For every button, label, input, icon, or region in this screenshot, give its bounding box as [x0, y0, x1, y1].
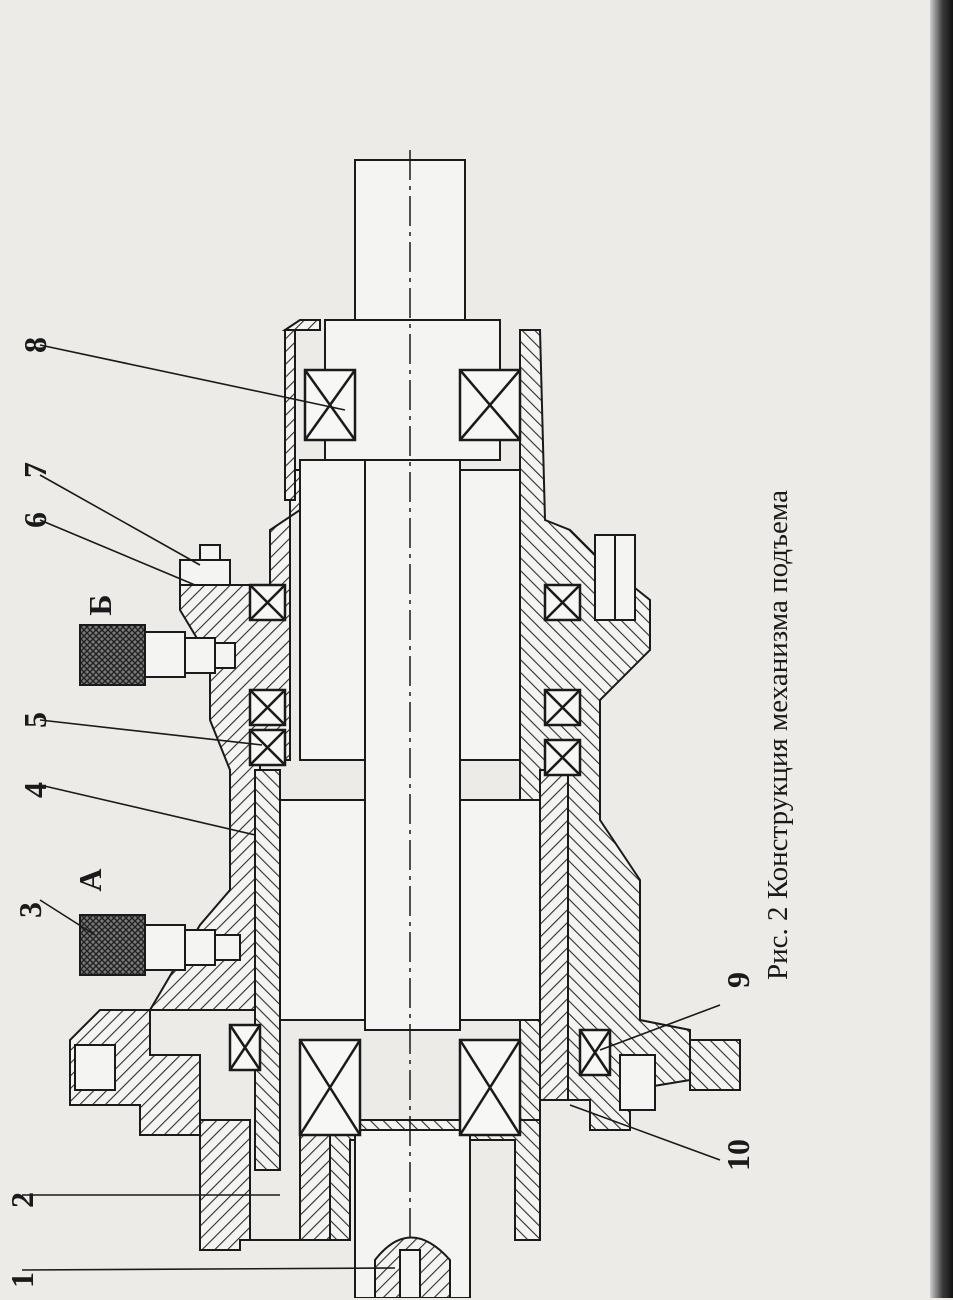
fitting-a [79, 914, 241, 976]
seals [228, 583, 612, 1077]
bolts [74, 534, 656, 1111]
callout-2: 2 [4, 1192, 40, 1208]
callout-9: 9 [720, 972, 756, 988]
end-bolt [374, 1236, 451, 1298]
callout-a: А [72, 868, 108, 892]
leader-lines [21, 344, 721, 1271]
callout-4: 4 [17, 782, 53, 798]
lifting-mechanism-drawing [21, 150, 741, 1298]
housing-lower [519, 329, 741, 1241]
callout-10: 10 [720, 1139, 756, 1171]
bearings [298, 368, 522, 1137]
callout-1: 1 [4, 1272, 40, 1288]
callout-6: 6 [17, 512, 53, 528]
scan-dark-edge [930, 0, 953, 1298]
spacer-tubes [279, 459, 541, 1021]
callout-8: 8 [17, 337, 53, 353]
callout-5: 5 [17, 712, 53, 728]
figure-caption: Рис. 2 Конструкция механизма подъема [762, 490, 794, 980]
callout-3: 3 [12, 902, 48, 918]
callout-b: Б [82, 594, 118, 616]
fitting-b [79, 624, 236, 686]
callout-7: 7 [17, 462, 53, 478]
